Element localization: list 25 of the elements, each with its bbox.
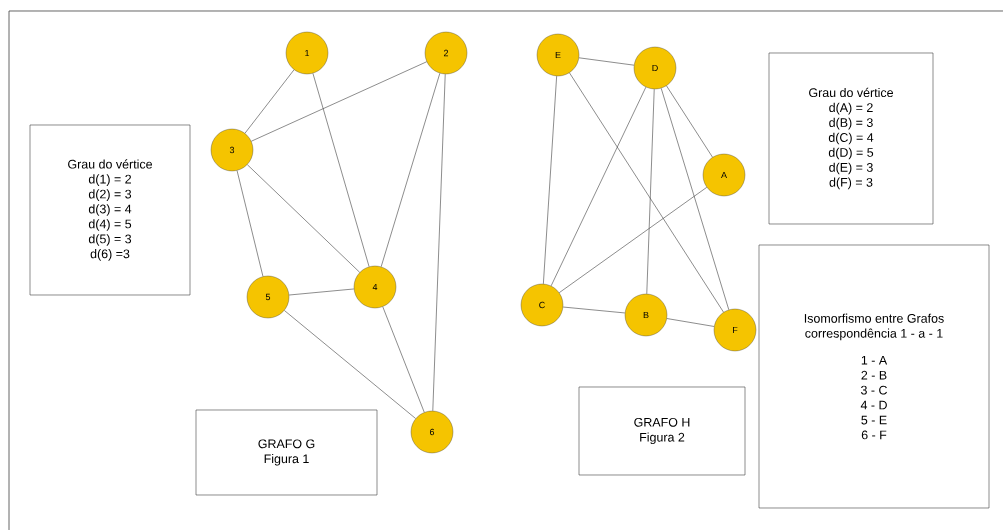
edge-line	[666, 318, 715, 327]
edge-line	[312, 73, 370, 267]
text-box: GRAFO H Figura 2	[578, 386, 746, 476]
edge-line	[543, 75, 557, 285]
edge-line	[251, 61, 427, 142]
edge-line	[646, 88, 655, 295]
edge-line	[284, 310, 416, 419]
edge-line	[562, 306, 626, 314]
text-box: Grau do vértice d(A) = 2 d(B) = 3 d(C) = 4 d(D) = 5 d(E) = 3 d(F) = 3	[768, 52, 934, 225]
text-box: GRAFO G Figura 1	[195, 409, 378, 496]
edge-line	[288, 288, 355, 296]
text-box: Grau do vértice d(1) = 2 d(2) = 3 d(3) = 4 d(4) = 5 d(5) = 3 d(6) =3	[29, 124, 191, 296]
edge-line	[558, 187, 708, 293]
edge-line	[244, 69, 295, 134]
text-box: Isomorfismo entre Grafos correspondência 1 - a - 1 1 - A 2 - B 3 - C 4 - D 5 - E 6 - F	[758, 244, 990, 509]
edge-line	[666, 85, 713, 158]
edge-line	[247, 164, 360, 273]
edge-line	[569, 72, 724, 313]
edge-line	[236, 170, 264, 277]
edge-line	[550, 86, 647, 287]
edge-line	[578, 57, 635, 66]
edge-line	[382, 306, 425, 413]
edge-line	[432, 73, 446, 412]
edge-line	[660, 87, 730, 311]
edge-line	[380, 73, 441, 267]
